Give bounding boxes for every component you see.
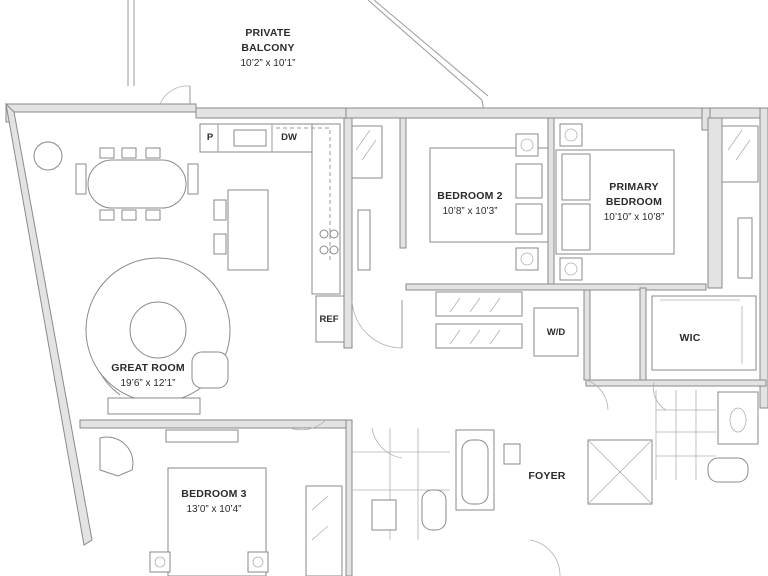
great-room-label: GREAT ROOM 19’6” x 12’1” xyxy=(98,361,198,391)
wic-name: WIC xyxy=(679,332,701,344)
great-room-name: GREAT ROOM xyxy=(111,362,185,374)
balcony-dims: 10’2” x 10’1” xyxy=(240,58,296,69)
bedroom3-furniture xyxy=(99,429,343,576)
bedroom2-label: BEDROOM 2 10’8” x 10’3” xyxy=(422,189,518,219)
closets xyxy=(351,125,759,349)
bedroom2-bed xyxy=(429,133,549,271)
primary-bedroom-label: PRIMARY BEDROOM 10’10” x 10’8” xyxy=(586,180,682,225)
kitchen-counters xyxy=(199,123,345,343)
balcony-name-line2: BALCONY xyxy=(241,42,295,54)
primary-name-line1: PRIMARY xyxy=(609,181,659,193)
primary-ensuite xyxy=(587,390,759,505)
great-room-dims: 19’6” x 12’1” xyxy=(120,378,176,389)
balcony-name-line1: PRIVATE xyxy=(245,27,291,39)
dishwasher-label: DW xyxy=(281,132,297,143)
bedroom2-dims: 10’8” x 10’3” xyxy=(442,206,498,217)
pantry-label: P xyxy=(206,132,214,143)
bedroom3-dims: 13’0” x 10’4” xyxy=(186,504,242,515)
primary-name-line2: BEDROOM xyxy=(605,196,663,208)
primary-bed xyxy=(555,123,675,281)
bedroom3-label: BEDROOM 3 13’0” x 10’4” xyxy=(166,487,262,517)
primary-dims: 10’10” x 10’8” xyxy=(603,212,665,223)
wic-label: WIC xyxy=(670,331,710,346)
door-swings xyxy=(289,299,667,576)
bedroom3-name: BEDROOM 3 xyxy=(181,488,247,500)
balcony-railing xyxy=(127,0,489,113)
exterior-walls xyxy=(5,102,768,546)
wic-shelving xyxy=(651,295,757,371)
living-furniture xyxy=(85,257,231,415)
interior-walls xyxy=(79,117,767,576)
laundry xyxy=(533,307,579,357)
kitchen-island xyxy=(213,189,269,271)
bedroom2-name: BEDROOM 2 xyxy=(437,190,503,202)
bathroom-2 xyxy=(352,427,521,540)
dining-set xyxy=(33,141,199,221)
washer-dryer-label: W/D xyxy=(546,327,566,338)
balcony-label: PRIVATE BALCONY 10’2” x 10’1” xyxy=(228,26,308,71)
foyer-label: FOYER xyxy=(522,469,572,484)
balcony-door xyxy=(159,85,191,105)
foyer-name: FOYER xyxy=(528,470,566,482)
refrigerator-label: REF xyxy=(319,314,339,325)
